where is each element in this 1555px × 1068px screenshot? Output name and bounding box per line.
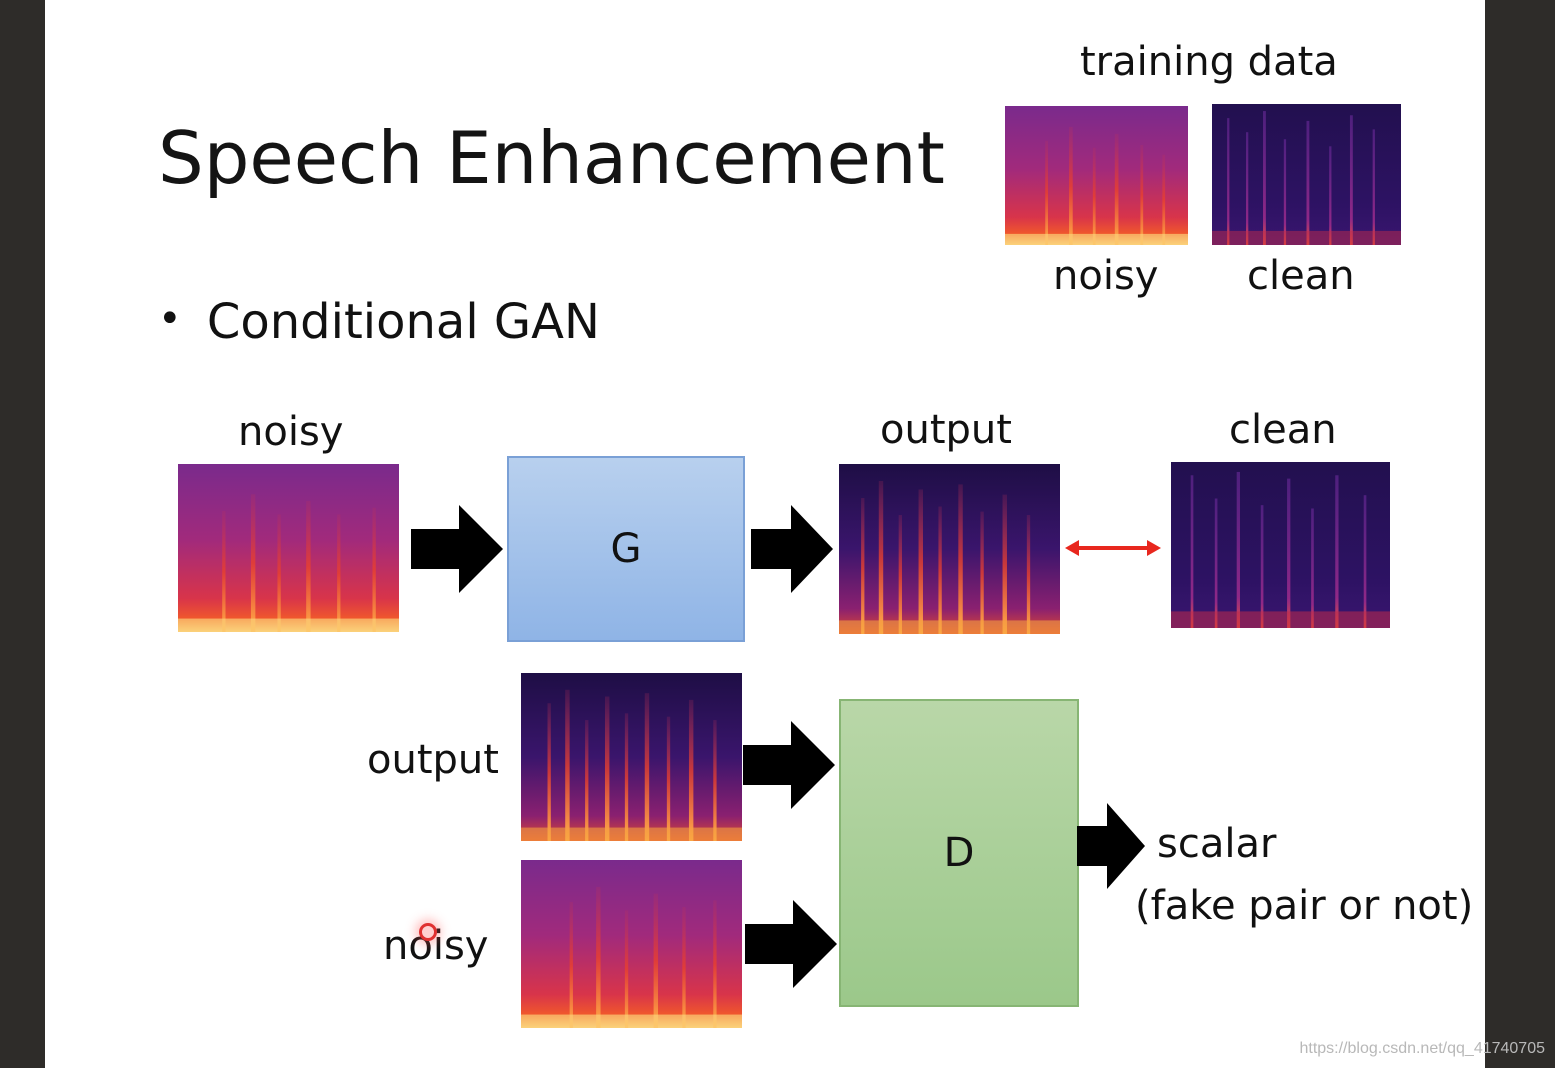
gen-input-noisy-spectrogram bbox=[178, 464, 399, 632]
training-noisy-label: noisy bbox=[1053, 253, 1159, 299]
bullet-dot: • bbox=[158, 296, 182, 342]
watermark: https://blog.csdn.net/qq_41740705 bbox=[1299, 1040, 1545, 1057]
discriminator-label: D bbox=[943, 830, 975, 876]
arrow-noisy-to-g bbox=[411, 505, 503, 593]
compare-double-arrow bbox=[1065, 538, 1161, 558]
disc-output-spectrogram bbox=[521, 673, 742, 841]
slide: Speech Enhancement training data bbox=[45, 0, 1485, 1068]
slide-title: Speech Enhancement bbox=[158, 116, 945, 200]
discriminator-box: D bbox=[839, 699, 1079, 1007]
arrow-g-to-output bbox=[751, 505, 833, 593]
pointer-cursor-dot bbox=[419, 923, 437, 941]
gen-input-label: noisy bbox=[238, 409, 344, 455]
training-noisy-spectrogram bbox=[1005, 106, 1188, 245]
generator-box: G bbox=[507, 456, 745, 642]
generator-label: G bbox=[610, 526, 642, 572]
gen-output-spectrogram bbox=[839, 464, 1060, 634]
gen-target-label: clean bbox=[1229, 407, 1337, 453]
training-data-heading: training data bbox=[1080, 39, 1338, 85]
bullet-conditional-gan: • Conditional GAN bbox=[158, 298, 600, 346]
bullet-text: Conditional GAN bbox=[206, 294, 600, 350]
training-clean-spectrogram bbox=[1212, 104, 1401, 245]
gen-target-clean-spectrogram bbox=[1171, 462, 1390, 628]
gen-output-label: output bbox=[880, 407, 1012, 453]
arrow-output-to-d bbox=[743, 721, 835, 809]
disc-result-fake-pair: (fake pair or not) bbox=[1135, 883, 1474, 929]
training-clean-label: clean bbox=[1247, 253, 1355, 299]
disc-noisy-spectrogram bbox=[521, 860, 742, 1028]
disc-result-scalar: scalar bbox=[1157, 821, 1277, 867]
arrow-noisy-to-d bbox=[745, 900, 837, 988]
arrow-d-to-scalar bbox=[1077, 803, 1145, 889]
disc-output-label: output bbox=[367, 737, 499, 783]
